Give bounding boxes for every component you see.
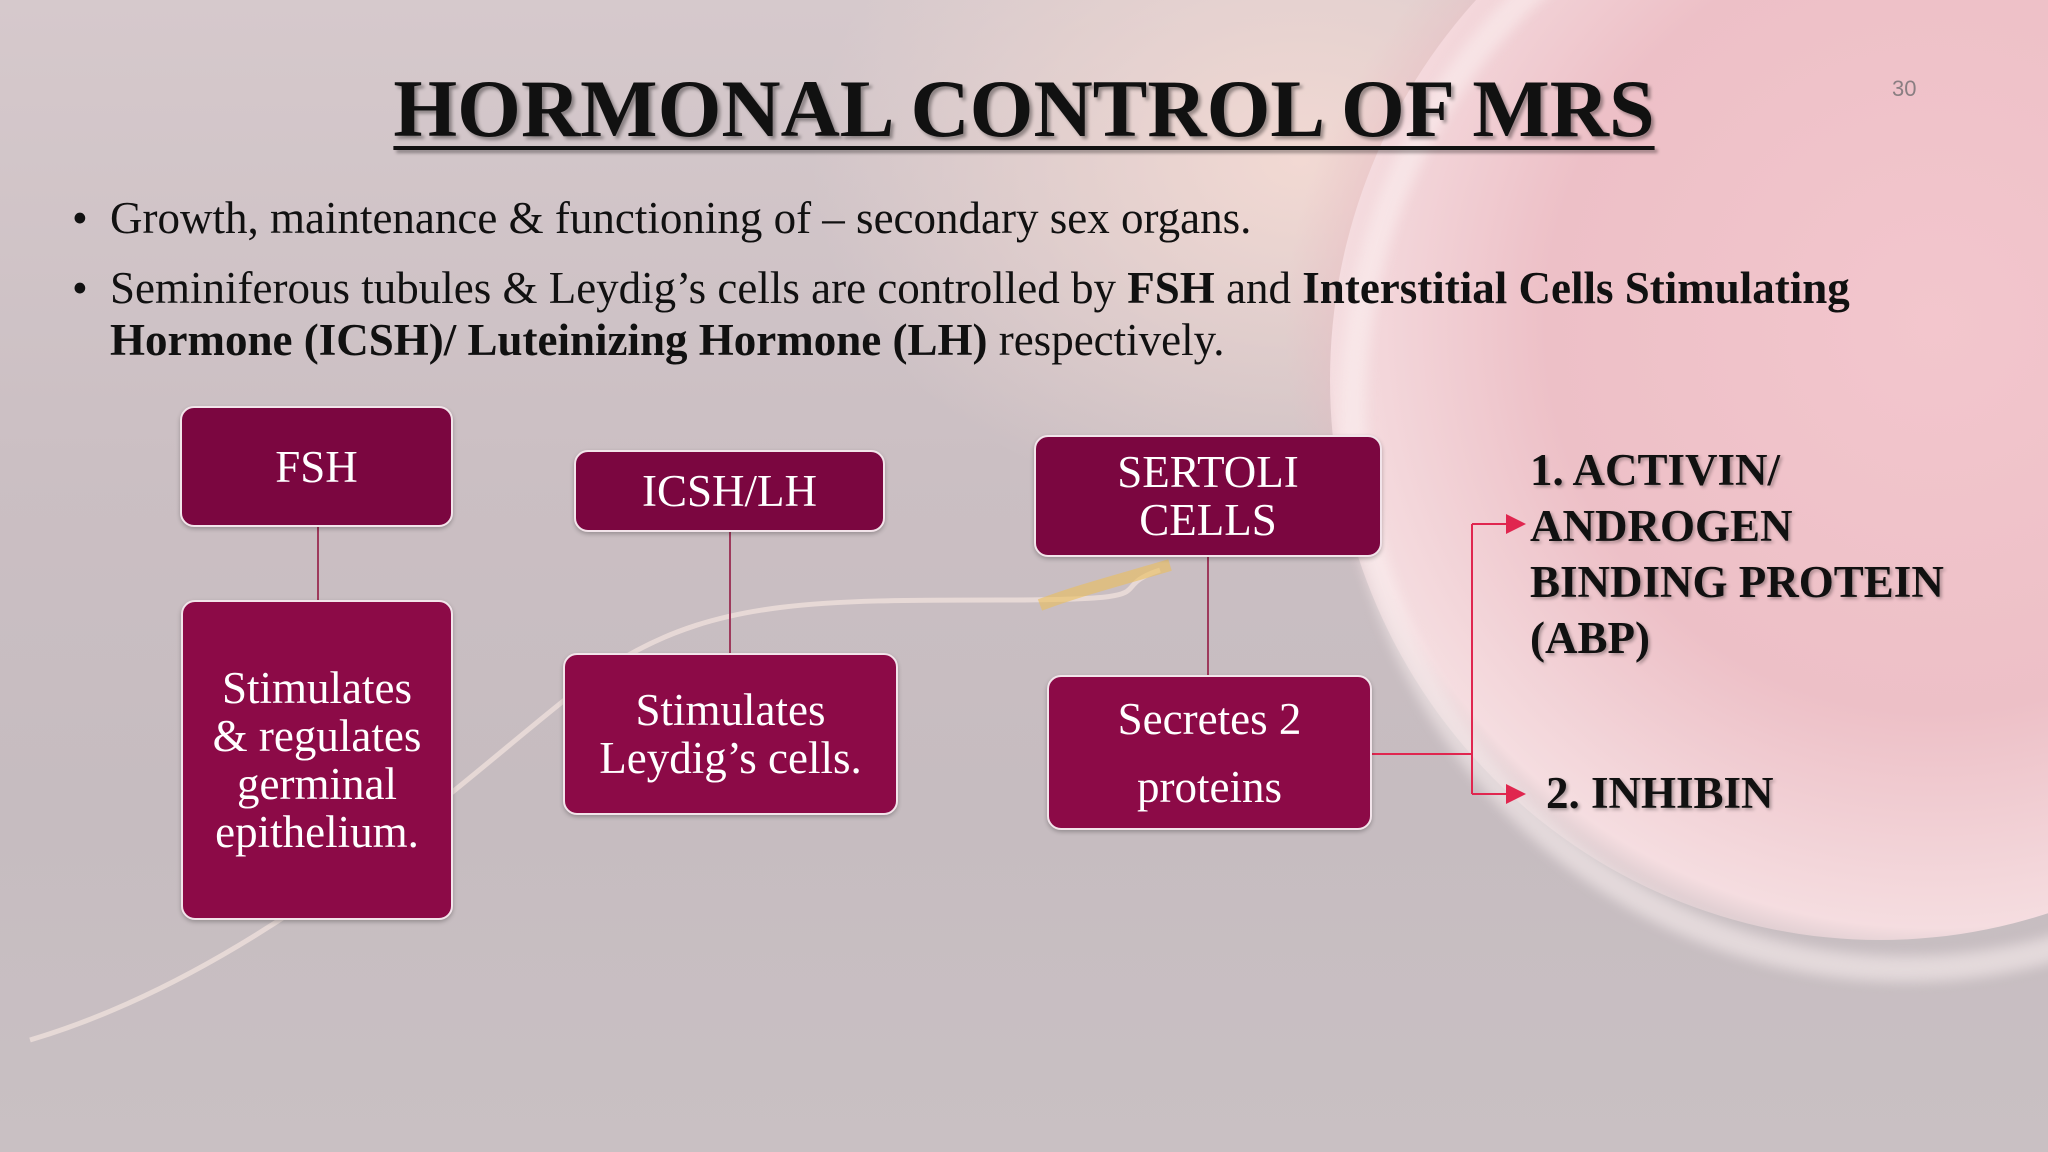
sertoli-box: SERTOLI CELLS	[1034, 435, 1382, 557]
bullet-text-bold: FSH	[1127, 263, 1215, 313]
icsh-effect-text: Stimulates Leydig’s cells.	[599, 685, 862, 783]
fsh-effect-text: Stimulates & regulates germinal epitheli…	[212, 663, 422, 857]
sertoli-effect-text: Secretes 2 proteins	[1117, 693, 1302, 812]
bullet-text-run: Seminiferous tubules & Leydig’s cells ar…	[110, 263, 1128, 313]
icsh-label: ICSH/LH	[641, 466, 817, 516]
bullet-item: • Growth, maintenance & functioning of –…	[72, 192, 1972, 244]
page-number: 30	[1892, 76, 1917, 101]
sertoli-label: SERTOLI CELLS	[1117, 447, 1299, 545]
bullet-dot: •	[72, 263, 88, 313]
bullet-text-run: respectively.	[987, 315, 1225, 365]
output-abp: 1. ACTIVIN/ ANDROGEN BINDING PROTEIN (AB…	[1530, 445, 1944, 663]
icsh-effect-box: Stimulates Leydig’s cells.	[563, 653, 898, 815]
bullet-list: • Growth, maintenance & functioning of –…	[72, 192, 1972, 384]
bullet-text: Seminiferous tubules & Leydig’s cells ar…	[110, 263, 1850, 365]
fsh-label: FSH	[275, 441, 358, 492]
bullet-text: Growth, maintenance & functioning of – s…	[110, 193, 1251, 243]
sertoli-effect-box: Secretes 2 proteins	[1047, 675, 1372, 830]
bullet-text-run: Growth, maintenance & functioning of – s…	[110, 193, 1252, 243]
slide-title: HORMONAL CONTROL OF MRS	[393, 63, 1655, 154]
bullet-item: • Seminiferous tubules & Leydig’s cells …	[72, 262, 1972, 366]
icsh-box: ICSH/LH	[574, 450, 885, 532]
fsh-box: FSH	[180, 406, 453, 527]
output-inhibin: 2. INHIBIN	[1546, 768, 1774, 818]
bullet-dot: •	[72, 193, 88, 243]
bullet-text-run: and	[1214, 263, 1303, 313]
fsh-effect-box: Stimulates & regulates germinal epitheli…	[181, 600, 453, 920]
bullet-text-bold: Interstitial Cells Stimulating Hormone (…	[110, 263, 1850, 365]
